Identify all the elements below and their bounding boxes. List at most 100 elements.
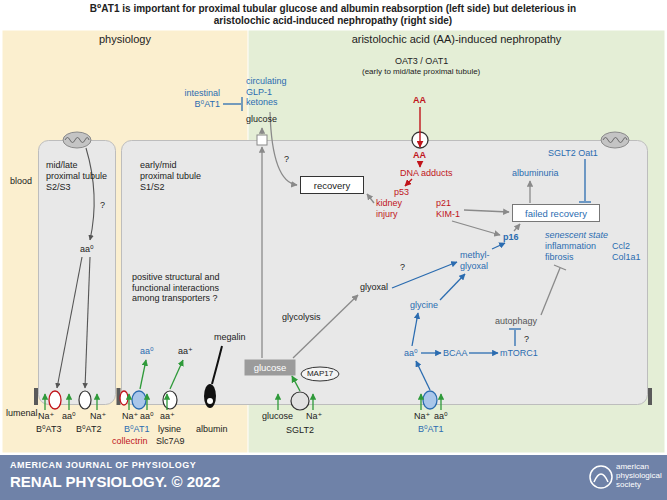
pathway-arrow xyxy=(85,257,90,388)
inhibition-line xyxy=(579,201,591,202)
process-box xyxy=(245,360,296,376)
pathway-arrow xyxy=(419,107,420,147)
text-label: aa⁰ xyxy=(404,348,418,359)
text-label: inflammation xyxy=(545,241,596,252)
lumenal-transporter xyxy=(423,391,437,409)
pathway-arrow xyxy=(405,179,412,186)
pathway-arrow xyxy=(469,352,498,353)
text-label: intestinal B⁰AT1 xyxy=(168,88,220,109)
lumenal-uptake-arrow xyxy=(96,394,97,410)
text-label: senescent state xyxy=(545,230,608,241)
text-label: Na⁺ xyxy=(38,411,54,422)
text-label: aa⁺ xyxy=(160,411,175,422)
pathway-arrow xyxy=(421,352,441,353)
cell-outline xyxy=(122,141,648,405)
text-label: B⁰AT2 xyxy=(76,424,101,435)
lumenal-transporter xyxy=(79,391,91,409)
footer-band xyxy=(590,466,612,488)
journal-footer-text: AMERICAN JOURNAL OF PHYSIOLOGY xyxy=(10,460,196,471)
text-label: kidney injury xyxy=(376,198,408,219)
megalin-receptor xyxy=(204,384,216,408)
text-label: methyl-glyoxal xyxy=(460,250,500,271)
pathway-arrow xyxy=(419,161,420,167)
text-label: DNA adducts xyxy=(400,168,453,179)
inhibition-line xyxy=(541,268,560,315)
text-label: ? xyxy=(400,262,405,273)
text-label: Ccl2 xyxy=(612,241,630,252)
node-text: aristolochic acid (AA)-induced nephropat… xyxy=(248,33,665,45)
lumenal-uptake-arrow xyxy=(44,394,45,410)
basolateral-transporter xyxy=(65,138,89,143)
text-label: B⁰AT1 xyxy=(418,424,443,435)
transporter-circle xyxy=(291,392,309,410)
text-label: SGLT2 Oat1 xyxy=(548,148,598,159)
pathway-arrow xyxy=(412,313,418,346)
text-label: lumenal xyxy=(6,408,38,419)
pathway-arrow xyxy=(86,148,94,240)
pathway-arrow xyxy=(492,243,505,249)
inhibition-line xyxy=(584,159,585,201)
map17-oval xyxy=(301,367,339,381)
lumenal-transporter xyxy=(49,391,61,409)
text-label: B⁰AT1 xyxy=(124,424,149,435)
map17-oval: MAP17 xyxy=(300,366,340,382)
pathway-arrow xyxy=(529,181,530,203)
text-label: Na⁺ xyxy=(122,411,138,422)
text-label: aa⁰ xyxy=(434,411,448,422)
node-text: failed recovery xyxy=(525,208,587,219)
basolateral-transporter xyxy=(63,132,91,148)
diagram-title: B⁰AT1 is important for proximal tubular … xyxy=(78,3,588,27)
text-label: ? xyxy=(284,154,289,165)
text-label: Na⁺ xyxy=(414,411,430,422)
text-label: B⁰AT3 xyxy=(36,424,61,435)
tight-junction xyxy=(34,388,38,405)
megalin-receptor xyxy=(212,346,222,384)
lumenal-uptake-arrow xyxy=(277,394,278,410)
text-label: BCAA xyxy=(443,348,468,359)
lumenal-uptake-arrow xyxy=(45,360,441,410)
lumenal-uptake-arrow xyxy=(140,360,146,389)
journal-footer-text: american physiological society xyxy=(616,462,666,489)
cell-outline: mid/late proximal tubule S2/S3 xyxy=(38,140,116,405)
pathway-arrow xyxy=(392,262,457,288)
pathway-arrow xyxy=(514,224,520,231)
text-label: OAT3 / OAT1 xyxy=(395,56,448,67)
text-label: aa⁰ xyxy=(80,244,94,255)
journal-footer-text: RENAL PHYSIOLOGY. © 2022 xyxy=(10,473,220,491)
glucose-exit-transporter xyxy=(257,135,267,145)
inhibition-line xyxy=(541,265,566,315)
process-box: glucose xyxy=(244,359,296,376)
text-label: lysine xyxy=(158,424,181,435)
text-label: blood xyxy=(10,176,32,187)
pathway-arrow xyxy=(261,147,262,358)
text-label: autophagy xyxy=(495,316,537,327)
cell-outline xyxy=(39,141,116,405)
node-text: physiology xyxy=(2,33,248,45)
node-text: glucose xyxy=(254,362,287,373)
pathway-arrow xyxy=(262,112,530,358)
node-text: SGLT2 xyxy=(283,425,317,435)
text-label: glucose xyxy=(246,114,277,125)
text-label: p16 xyxy=(503,232,519,243)
text-label: AA xyxy=(413,150,426,161)
lumenal-uptake-arrow xyxy=(420,394,421,410)
node-text: mid/late proximal tubule S2/S3 xyxy=(46,160,108,193)
tight-junction xyxy=(34,388,652,405)
text-label: (early to mid/late proximal tubule) xyxy=(362,67,480,78)
text-label: fibrosis xyxy=(545,252,574,263)
text-label: aa⁰ xyxy=(140,346,154,357)
lumenal-transporter xyxy=(120,391,128,405)
lumenal-uptake-arrow xyxy=(128,394,129,410)
lumenal-uptake-arrow xyxy=(146,394,147,410)
text-label: Slc7A9 xyxy=(156,436,185,447)
text-label: KIM-1 xyxy=(436,209,460,220)
node-text: MAP17 xyxy=(300,366,340,382)
region-band: aristolochic acid (AA)-induced nephropat… xyxy=(248,30,665,453)
megalin-receptor xyxy=(207,398,213,404)
basolateral-transporter xyxy=(601,132,629,148)
glucose-exit-transporter xyxy=(257,135,267,145)
inhibition-line xyxy=(514,330,515,346)
lumenal-transporter xyxy=(132,391,146,409)
inhibition-line xyxy=(223,97,591,346)
pathway-arrow xyxy=(416,361,430,390)
